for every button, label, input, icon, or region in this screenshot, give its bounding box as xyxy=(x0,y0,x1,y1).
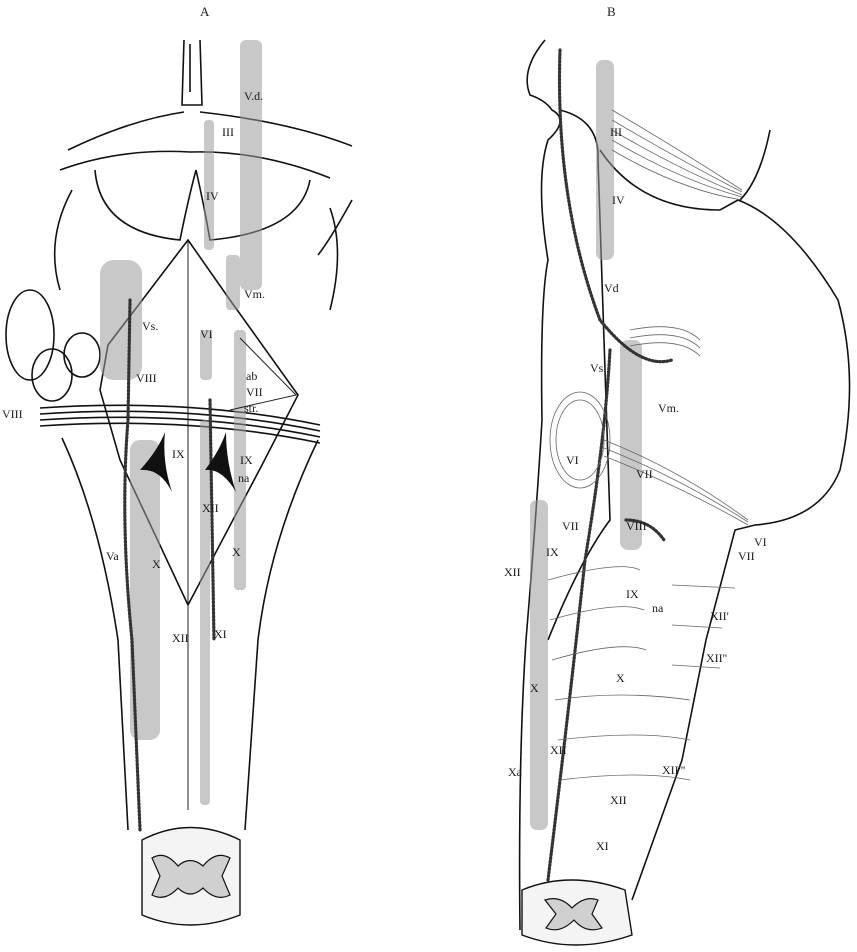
a-gray-matter-h xyxy=(152,855,230,897)
a-nucleus-iii-iv xyxy=(204,120,214,250)
a-label-x-left: X xyxy=(152,557,161,571)
b-label-xii-r3: XII''' xyxy=(662,763,685,777)
a-nucleus-vd xyxy=(240,40,262,290)
b-tract-vs xyxy=(548,350,610,880)
b-label-viii: VIII xyxy=(626,519,647,533)
a-label-str: str. xyxy=(244,401,258,415)
b-label-vd: Vd xyxy=(604,281,619,295)
b-label-x-left: X xyxy=(530,681,539,695)
a-label-xii-upper: XII xyxy=(202,501,219,515)
b-label-vii-left: VII xyxy=(562,519,579,533)
a-midbrain-cleft xyxy=(182,40,202,105)
b-label-vi-inner: VI xyxy=(566,453,579,467)
b-pons-curve xyxy=(600,130,770,210)
b-label-xii-lower: XII xyxy=(610,793,627,807)
b-label-iv: IV xyxy=(612,193,625,207)
a-label-ix-right: IX xyxy=(240,453,253,467)
a-label-xii-lower: XII xyxy=(172,631,189,645)
a-label-vd: V.d. xyxy=(244,89,263,103)
b-label-x-mid: X xyxy=(616,671,625,685)
b-label-na: na xyxy=(652,601,664,615)
a-nucleus-vs xyxy=(100,260,142,380)
b-label-vm: Vm. xyxy=(658,401,679,415)
panel-b-drawing: III IV Vd Vs. Vm. VI VII VII VIII VI VII… xyxy=(504,40,850,945)
b-label-xi: XI xyxy=(596,839,609,853)
a-label-va: Va xyxy=(106,549,119,563)
b-label-xa: Xa xyxy=(508,765,523,779)
b-label-xii-mid: XII xyxy=(550,743,567,757)
b-label-iii: III xyxy=(610,125,622,139)
a-label-vm: Vm. xyxy=(244,287,265,301)
b-label-vii-right: VII xyxy=(738,549,755,563)
b-oculomotor-fibers xyxy=(612,110,742,200)
a-medulla-sides xyxy=(62,438,318,830)
a-peduncle-oval-3 xyxy=(64,333,100,377)
b-nucleus-iii-iv xyxy=(596,60,614,260)
panel-a-drawing: V.d. III IV Vm. Vs. VI ab VII str. VIII … xyxy=(2,40,352,925)
a-peduncle-oval-1 xyxy=(6,290,54,380)
a-label-viii-inner: VIII xyxy=(136,371,157,385)
a-label-xi: XI xyxy=(214,627,227,641)
a-label-vii-str: VII xyxy=(246,385,263,399)
b-label-ix-left: IX xyxy=(546,545,559,559)
a-label-vs: Vs. xyxy=(142,319,158,333)
a-descending-tract-right xyxy=(210,400,214,640)
a-label-na: na xyxy=(238,471,250,485)
b-label-ix-mid: IX xyxy=(626,587,639,601)
a-label-x-right: X xyxy=(232,545,241,559)
a-label-vi: VI xyxy=(200,327,213,341)
b-label-xii-r1: XII' xyxy=(710,609,729,623)
a-peduncle-oval-2 xyxy=(32,349,72,401)
b-facial-loop-2 xyxy=(556,400,604,480)
a-label-iv: IV xyxy=(206,189,219,203)
a-colliculi xyxy=(95,170,310,240)
a-striae xyxy=(40,405,320,443)
a-label-iii: III xyxy=(222,125,234,139)
b-xii-rootlets xyxy=(548,567,735,780)
a-nucleus-xii xyxy=(200,420,210,805)
b-label-vs: Vs. xyxy=(590,361,606,375)
b-label-xii-far-left: XII xyxy=(504,565,521,579)
b-label-vii-inner: VII xyxy=(636,467,653,481)
a-nucleus-vm xyxy=(226,255,240,310)
a-label-ab: ab xyxy=(246,369,257,383)
b-label-vi-right: VI xyxy=(754,535,767,549)
a-label-ix-left: IX xyxy=(172,447,185,461)
b-label-xii-r2: XII'' xyxy=(706,651,727,665)
a-label-viii-left: VIII xyxy=(2,407,23,421)
